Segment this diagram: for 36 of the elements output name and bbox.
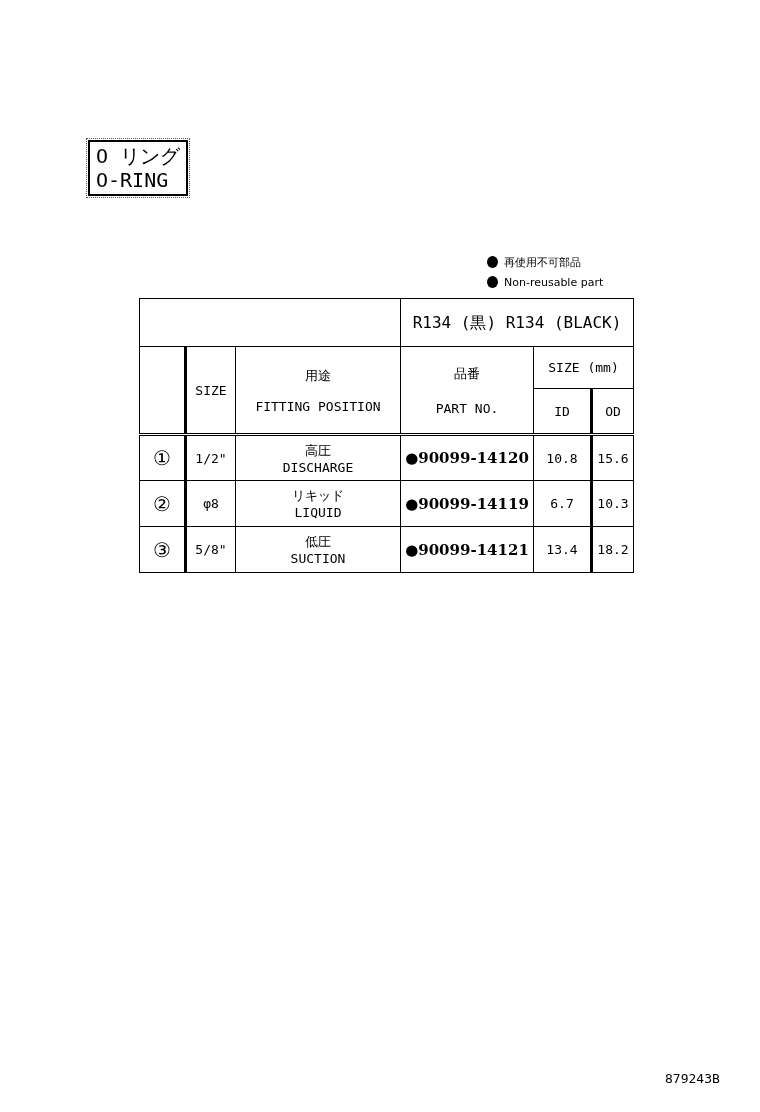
title-text: O-RING: [96, 168, 170, 192]
title-box: [88, 140, 189, 196]
part-number: ●90099-14121: [405, 540, 529, 559]
column-heading: SIZE (mm): [547, 360, 620, 375]
column-heading: OD: [604, 403, 622, 419]
dimension-value: 6.7: [549, 496, 575, 511]
fitting-position: DISCHARGE: [281, 459, 355, 475]
dimension-value: 10.8: [545, 450, 579, 466]
drawing-code: 879243B: [665, 1071, 720, 1086]
column-heading: SIZE: [194, 382, 228, 398]
column-heading: R134 (黒) R134 (BLACK): [411, 312, 623, 333]
callout-number: ②: [152, 491, 172, 516]
fitting-position: SUCTION: [289, 551, 347, 566]
column-heading: 品番: [453, 364, 481, 383]
part-number: ●90099-14120: [405, 449, 529, 467]
dimension-value: 10.3: [596, 496, 630, 511]
dimension-value: 18.2: [596, 542, 630, 557]
size-value: 5/8": [194, 542, 228, 557]
part-number: ●90099-14119: [405, 494, 529, 513]
fitting-position: LIQUID: [293, 505, 343, 520]
fitting-position: リキッド: [291, 487, 345, 505]
callout-number: ①: [152, 446, 172, 470]
dimension-value: 13.4: [545, 542, 579, 557]
column-heading: FITTING POSITION: [254, 398, 382, 414]
fitting-position: 低圧: [304, 533, 332, 551]
title-text: O リング: [96, 144, 181, 168]
legend-text: Non-reusable part: [504, 275, 604, 289]
callout-number: ③: [152, 537, 172, 562]
size-value: φ8: [202, 496, 220, 511]
column-heading: 用途: [304, 366, 332, 385]
fitting-position: 高圧: [304, 441, 332, 460]
column-heading: ID: [553, 403, 571, 419]
column-heading: PART NO.: [434, 400, 500, 416]
legend-text: 再使用不可部品: [504, 254, 581, 270]
dimension-value: 15.6: [596, 450, 630, 466]
size-value: 1/2": [194, 450, 228, 466]
